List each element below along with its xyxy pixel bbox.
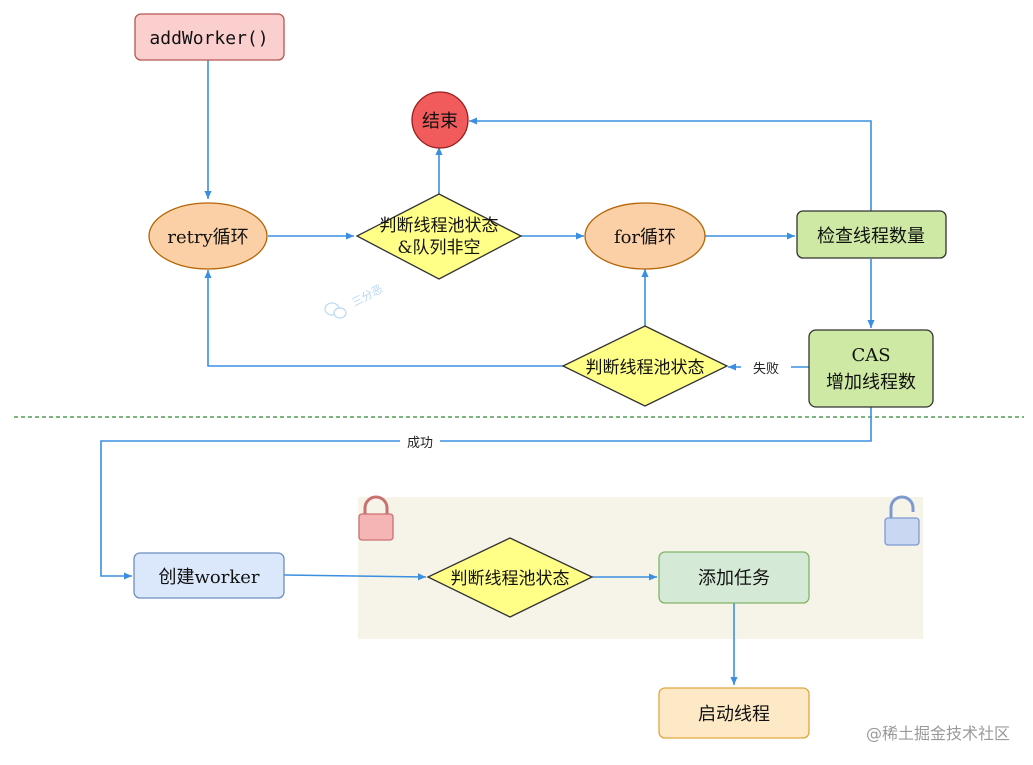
- node-check-count: [796, 210, 947, 259]
- node-cas-increment-line2: 增加线程数: [826, 372, 916, 393]
- node-cas-increment-line1: CAS: [851, 345, 890, 366]
- node-add-task: [658, 551, 810, 604]
- node-check-state-mid-label: 判断线程池状态: [586, 358, 705, 378]
- node-check-state-lock-label: 判断线程池状态: [451, 569, 570, 589]
- node-check-state-mid: [561, 325, 729, 407]
- node-start-thread: [658, 687, 810, 739]
- node-check-state-queue-line2: &队列非空: [397, 238, 480, 258]
- node-retry-loop: [148, 202, 268, 270]
- node-add-task-label: 添加任务: [698, 568, 770, 589]
- node-for-loop-label: for循环: [614, 227, 676, 248]
- wechat-icon: [324, 302, 347, 319]
- node-retry-loop-label: retry循环: [167, 227, 248, 248]
- node-create-worker-label: 创建worker: [158, 567, 259, 588]
- node-cas-increment: [808, 329, 934, 408]
- node-addworker-label: addWorker(): [149, 28, 268, 49]
- edge-label-success: 成功: [407, 436, 433, 451]
- node-end-label: 结束: [422, 111, 458, 132]
- watermark-center: 三分恶: [350, 282, 385, 309]
- lock-region: [358, 497, 923, 639]
- node-addworker: [134, 13, 285, 61]
- node-check-state-queue: [355, 193, 523, 280]
- node-check-count-label: 检查线程数量: [817, 226, 925, 247]
- node-check-state-lock: [426, 537, 594, 618]
- edge-cas-create: [100, 407, 872, 580]
- node-start-thread-label: 启动线程: [698, 704, 770, 725]
- node-end: [411, 91, 469, 149]
- edges: [100, 60, 875, 685]
- edge-count-end: [469, 117, 872, 211]
- edge-label-fail: 失败: [753, 362, 779, 377]
- node-create-worker: [133, 552, 285, 599]
- node-for-loop: [584, 202, 706, 270]
- node-check-state-queue-line1: 判断线程池状态: [380, 216, 499, 236]
- watermark-corner: @稀土掘金技术社区: [866, 724, 1010, 743]
- edge-create-check3: [283, 573, 427, 581]
- edge-check2-retry: [204, 270, 565, 367]
- lock-closed-icon: [358, 495, 394, 541]
- lock-open-icon: [884, 495, 920, 546]
